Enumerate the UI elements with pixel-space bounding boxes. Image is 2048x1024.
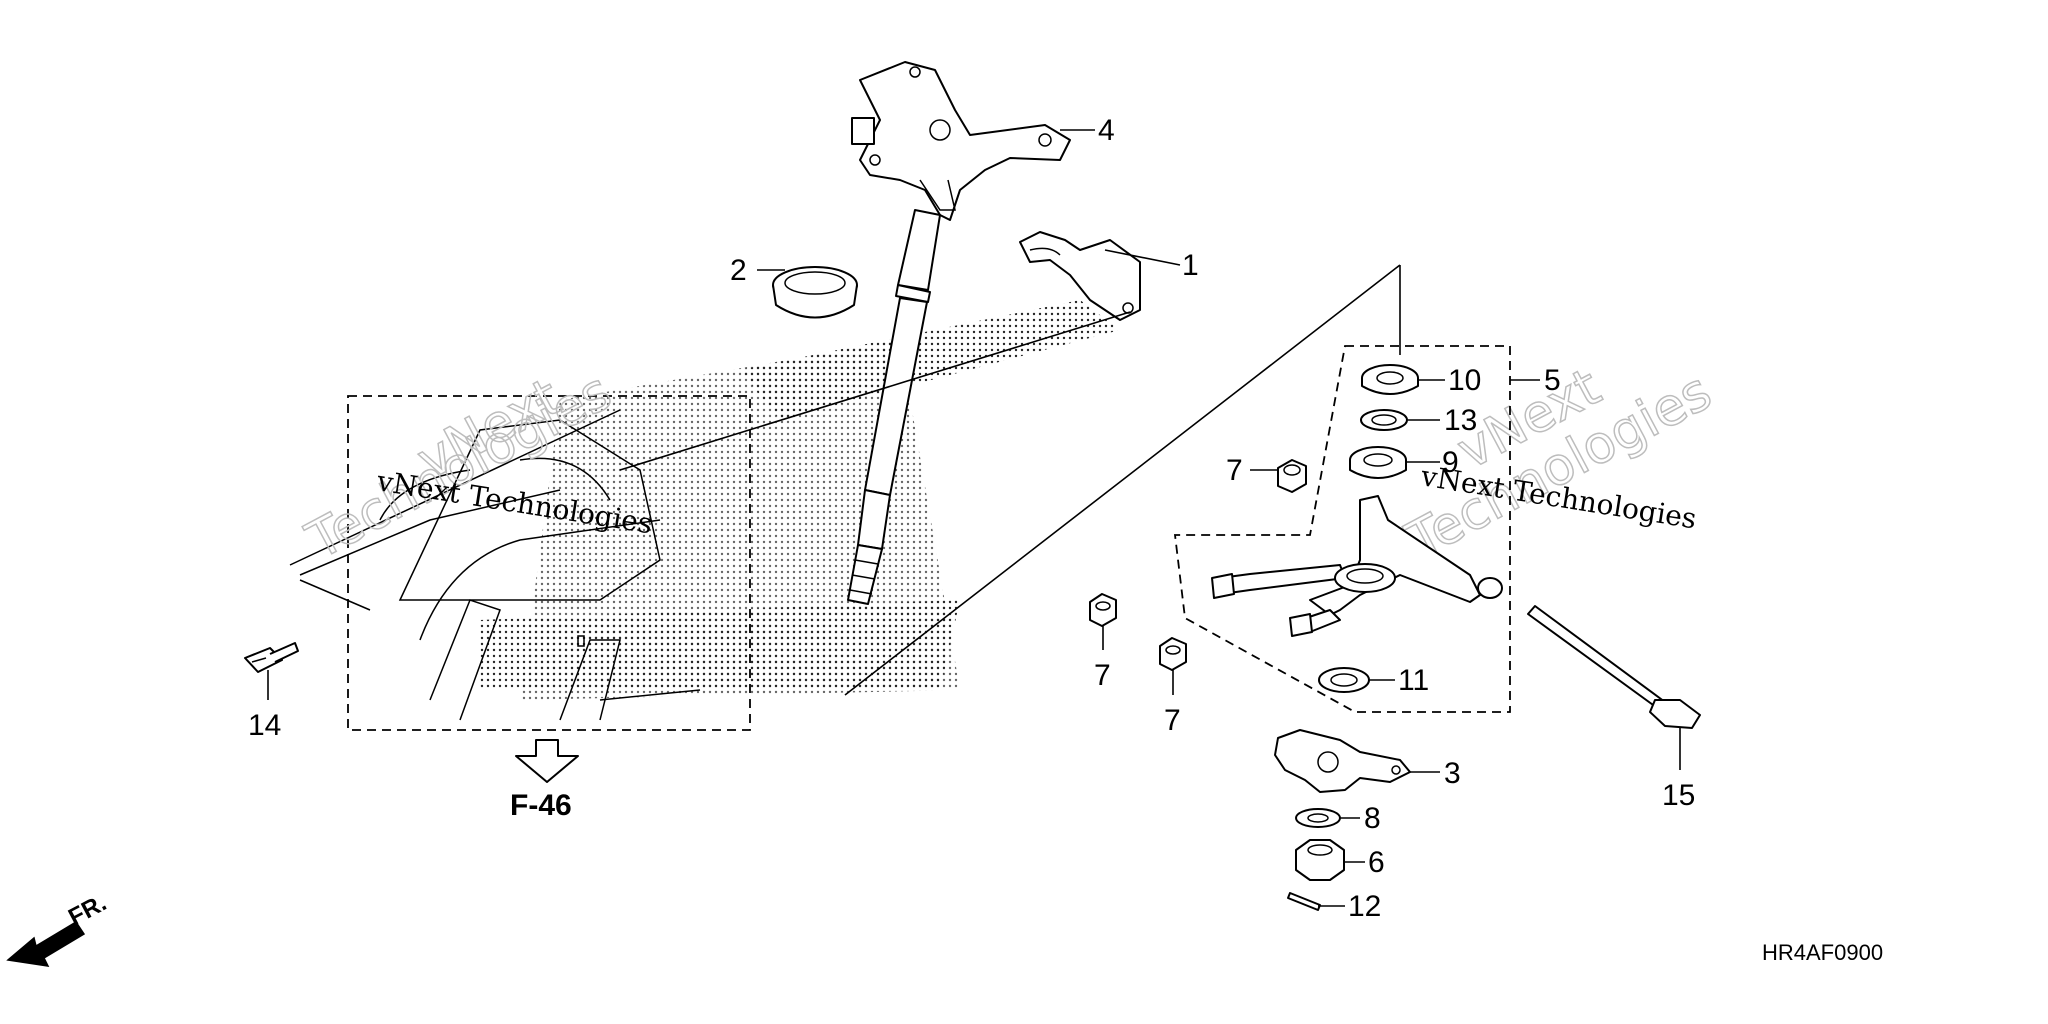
diagram-code: HR4AF0900 — [1762, 940, 1883, 965]
callout-7-left: 7 — [1094, 659, 1111, 692]
ring-part-13 — [1360, 409, 1408, 431]
bolt-part-14 — [244, 642, 299, 673]
arm-part-5 — [1211, 495, 1503, 637]
washer-part-8 — [1295, 808, 1341, 828]
bolt-part-15 — [1527, 605, 1701, 729]
callout-12: 12 — [1348, 890, 1381, 923]
callout-14: 14 — [248, 709, 281, 742]
callout-1: 1 — [1182, 249, 1199, 282]
callout-15: 15 — [1662, 779, 1695, 812]
reference-f46: F-46 — [510, 739, 579, 822]
arm-group-outline — [1173, 345, 1511, 713]
callout-13: 13 — [1444, 404, 1477, 437]
callout-10: 10 — [1448, 364, 1481, 397]
callout-5: 5 — [1544, 364, 1561, 397]
callout-2: 2 — [730, 254, 747, 287]
guide-line-clamp — [619, 311, 1131, 471]
pin-part-12 — [1287, 892, 1321, 911]
reference-label: F-46 — [510, 789, 572, 822]
callout-7-right: 7 — [1164, 704, 1181, 737]
nut-part-7-right — [1159, 637, 1187, 671]
front-direction: FR. — [6, 889, 111, 967]
front-arrow-icon — [6, 920, 86, 967]
callout-labels: 1 2 3 4 5 6 7 7 7 8 9 10 11 12 13 14 15 — [248, 114, 1695, 923]
nut-part-7-top — [1277, 459, 1307, 493]
bearing-part-9 — [1349, 446, 1407, 479]
callout-6: 6 — [1368, 846, 1385, 879]
callout-3: 3 — [1444, 757, 1461, 790]
leader-lines — [267, 129, 1681, 907]
callout-8: 8 — [1364, 802, 1381, 835]
nut-part-6 — [1295, 839, 1345, 881]
seal-part-2 — [772, 266, 858, 319]
reference-arrow-icon — [515, 739, 579, 783]
callout-11: 11 — [1398, 664, 1429, 697]
plate-part-3 — [1274, 729, 1411, 793]
callout-7-top: 7 — [1226, 454, 1243, 487]
bearing-part-10 — [1361, 364, 1419, 395]
steering-shaft — [847, 61, 1071, 605]
callout-4: 4 — [1098, 114, 1115, 147]
frame-detail — [289, 395, 751, 731]
watermark: Technologies vNext vNext Technologies Te… — [296, 356, 1721, 572]
guide-line-shaft — [844, 264, 1401, 696]
callout-9: 9 — [1442, 446, 1459, 479]
seal-part-11 — [1318, 667, 1370, 693]
stipple-shading — [480, 300, 1120, 700]
nut-part-7-left — [1089, 593, 1117, 627]
